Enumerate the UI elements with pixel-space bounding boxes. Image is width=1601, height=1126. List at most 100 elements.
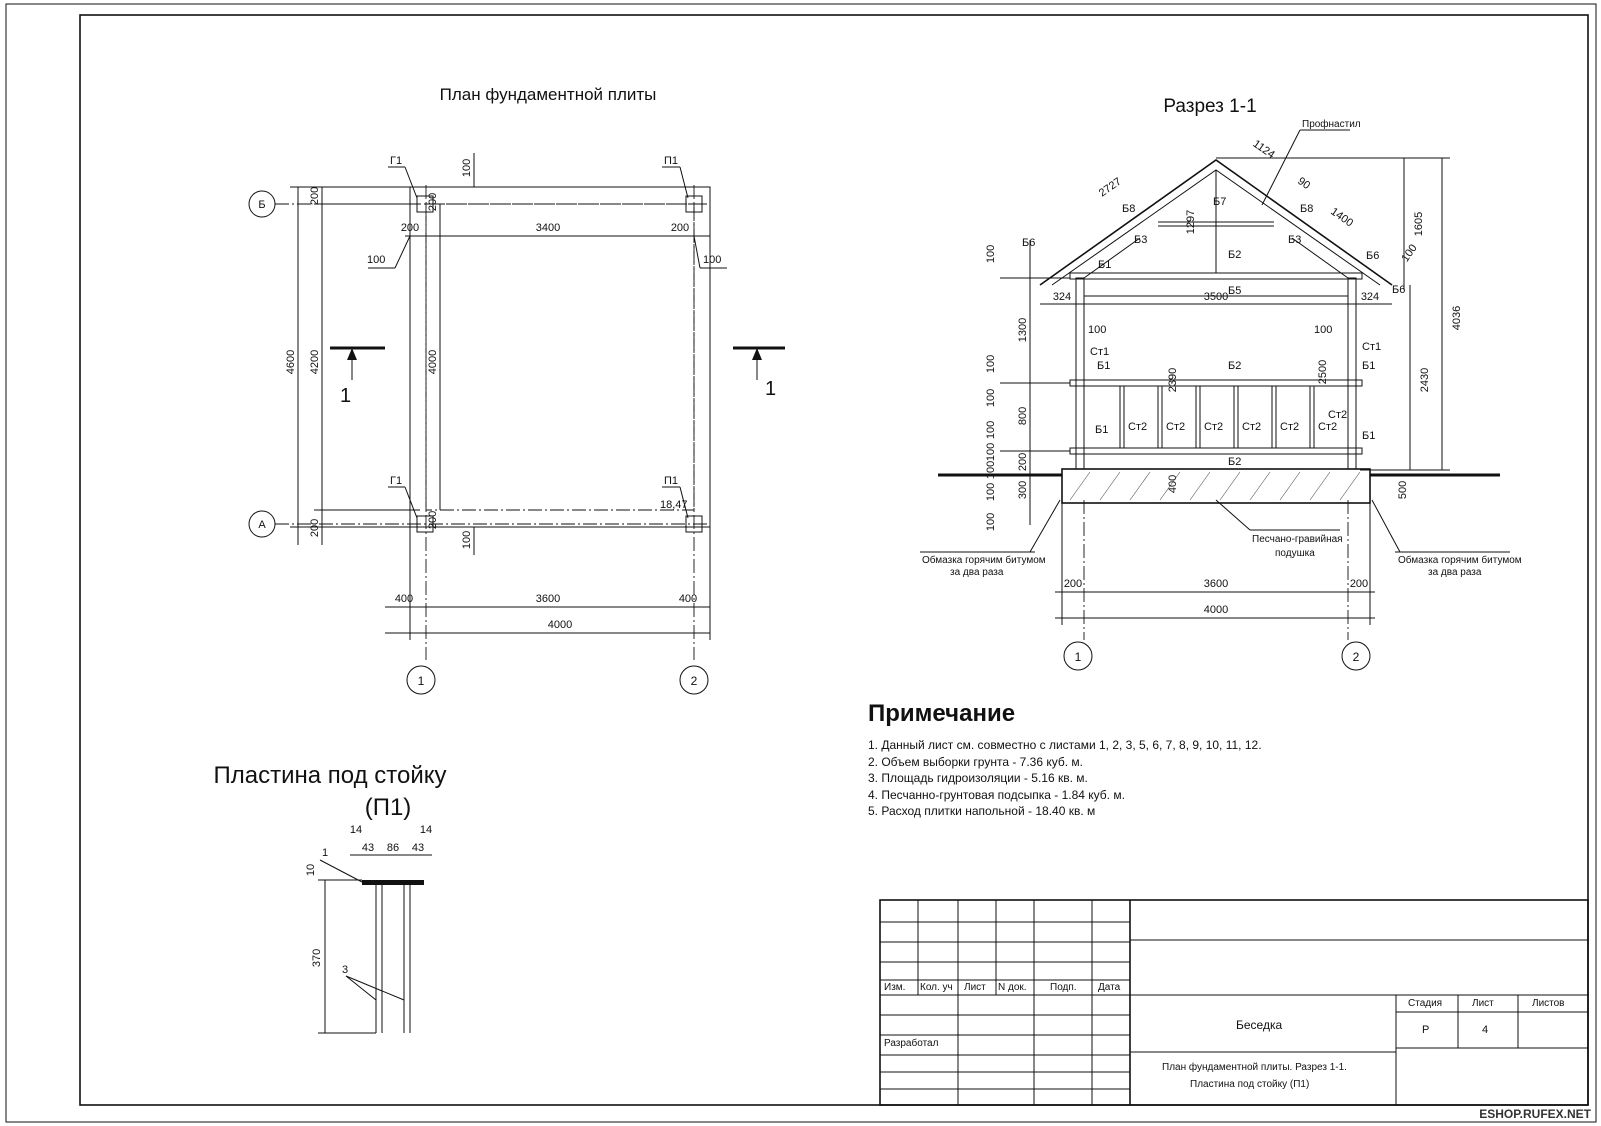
foundation-slab — [1061, 468, 1371, 504]
dim-100-e: 100 — [985, 513, 997, 531]
label-b7: Б7 — [1213, 196, 1226, 208]
mark-3: 3 — [342, 964, 348, 976]
callout-left-2: за два раза — [950, 567, 1004, 578]
dim-14-right: 14 — [420, 824, 432, 836]
dim-4000-v: 4000 — [427, 350, 439, 374]
dim-100-h: 100 — [985, 443, 997, 461]
label-st1-right: Ст1 — [1362, 341, 1381, 353]
dim-400: 400 — [1167, 475, 1179, 493]
dim-3600: 3600 — [536, 593, 560, 605]
dim-100-post-left: 100 — [1088, 324, 1106, 336]
label-b8-left: Б8 — [1122, 203, 1135, 215]
dim-14-left: 14 — [350, 824, 362, 836]
label-b1-left: Б1 — [1097, 360, 1110, 372]
label-st2-6: Ст2 — [1318, 421, 1337, 433]
section-axis-bubble-1 — [1063, 641, 1093, 671]
dim-200-c: 200 — [401, 222, 419, 234]
plate-title-1: Пластина под стойку — [213, 762, 446, 789]
axis-bubble-a — [248, 510, 276, 538]
section-mark-right: 1 — [765, 378, 776, 400]
leader-roof: Профнастил — [1302, 118, 1361, 130]
label-st2-5: Ст2 — [1280, 421, 1299, 433]
tb-header-izm: Изм. — [884, 982, 906, 993]
section-axis-2: 2 — [1353, 650, 1360, 664]
dim-3600-s: 3600 — [1204, 578, 1228, 590]
beam-low — [1069, 447, 1363, 455]
dim-100-f: 100 — [985, 389, 997, 407]
tb-sheet-label: Лист — [1472, 998, 1494, 1009]
label-st2-4: Ст2 — [1242, 421, 1261, 433]
dim-200-h: 200 — [1064, 578, 1082, 590]
axis-label-a: А — [258, 519, 266, 531]
section-axis-1: 1 — [1075, 650, 1082, 664]
dim-90: 90 — [1295, 175, 1312, 192]
tb-header-podp: Подп. — [1050, 982, 1077, 993]
dim-200-g: 200 — [1017, 453, 1029, 471]
slab-outer — [409, 186, 711, 528]
post-right — [1347, 277, 1357, 470]
axis-bubble-2 — [679, 665, 709, 695]
dim-100-top: 100 — [461, 159, 473, 177]
dim-10: 10 — [305, 864, 317, 876]
callout-mid-2: подушка — [1275, 548, 1315, 559]
dim-2390: 2390 — [1167, 368, 1179, 392]
dim-86: 86 — [387, 842, 399, 854]
dim-100-d: 100 — [985, 483, 997, 501]
callout-right-2: за два раза — [1428, 567, 1482, 578]
callout-mid-1: Песчано-гравийная — [1252, 534, 1343, 545]
dim-43-left: 43 — [362, 842, 374, 854]
outer-frame — [5, 3, 1597, 1123]
foundation-plan: План фундаментной плиты Б А 1 2 Г1 П1 Г1… — [248, 85, 785, 695]
dim-500: 500 — [1397, 481, 1409, 499]
dim-100-c: 100 — [985, 421, 997, 439]
mark-1: 1 — [322, 847, 328, 859]
dim-100-left: 100 — [367, 254, 385, 266]
dim-4600: 4600 — [285, 350, 297, 374]
axis-bubble-b — [248, 190, 276, 218]
post-left — [1075, 277, 1085, 470]
label-b3-right: Б3 — [1288, 234, 1301, 246]
mark-g1-top: Г1 — [390, 155, 402, 167]
tb-sheet: 4 — [1482, 1024, 1489, 1036]
dim-400-left: 400 — [395, 593, 413, 605]
dim-2430: 2430 — [1419, 368, 1431, 392]
tb-developed: Разработал — [884, 1038, 939, 1049]
label-b6-far: Б6 — [1392, 284, 1405, 296]
dim-4000-h: 4000 — [548, 619, 572, 631]
label-b6-right: Б6 — [1366, 250, 1379, 262]
section-mark-left: 1 — [340, 385, 351, 407]
plate-p1-top — [685, 195, 703, 213]
dim-370: 370 — [311, 949, 323, 967]
tb-stage-label: Стадия — [1408, 998, 1443, 1009]
mark-p1-ref: 18,47 — [660, 499, 688, 511]
plate-p1-bottom — [685, 515, 703, 533]
label-b2-top: Б2 — [1228, 249, 1241, 261]
dim-400-right: 400 — [679, 593, 697, 605]
note-item: 3. Площадь гидроизоляции - 5.16 кв. м. — [868, 771, 1088, 785]
dim-4200: 4200 — [309, 350, 321, 374]
axis-label-1: 1 — [418, 674, 425, 688]
dim-100-right: 100 — [703, 254, 721, 266]
plate-g1-bottom — [416, 515, 434, 533]
notes-title: Примечание — [868, 700, 1016, 727]
label-b6-left: Б6 — [1022, 237, 1035, 249]
tb-sheet-title-2: Пластина под стойку (П1) — [1190, 1079, 1310, 1090]
mark-p1-bottom: П1 — [664, 475, 678, 487]
label-b5: Б5 — [1228, 285, 1241, 297]
dim-3400: 3400 — [536, 222, 560, 234]
label-st2-2: Ст2 — [1166, 421, 1185, 433]
dim-100-a: 100 — [985, 245, 997, 263]
plate-body — [362, 880, 424, 885]
dim-1400: 1400 — [1328, 206, 1355, 230]
tb-sheet-title-1: План фундаментной плиты. Разрез 1-1. — [1162, 1062, 1347, 1073]
dim-100-g: 100 — [985, 461, 997, 479]
dim-4000-s: 4000 — [1204, 604, 1228, 616]
railing-posts — [1119, 386, 1315, 448]
tb-project: Беседка — [1236, 1018, 1283, 1032]
dim-324-left: 324 — [1053, 291, 1071, 303]
section-axis-bubble-2 — [1341, 641, 1371, 671]
section-1-1: Разрез 1-1 — [920, 96, 1522, 671]
label-b2-mid: Б2 — [1228, 360, 1241, 372]
label-st2-3: Ст2 — [1204, 421, 1223, 433]
